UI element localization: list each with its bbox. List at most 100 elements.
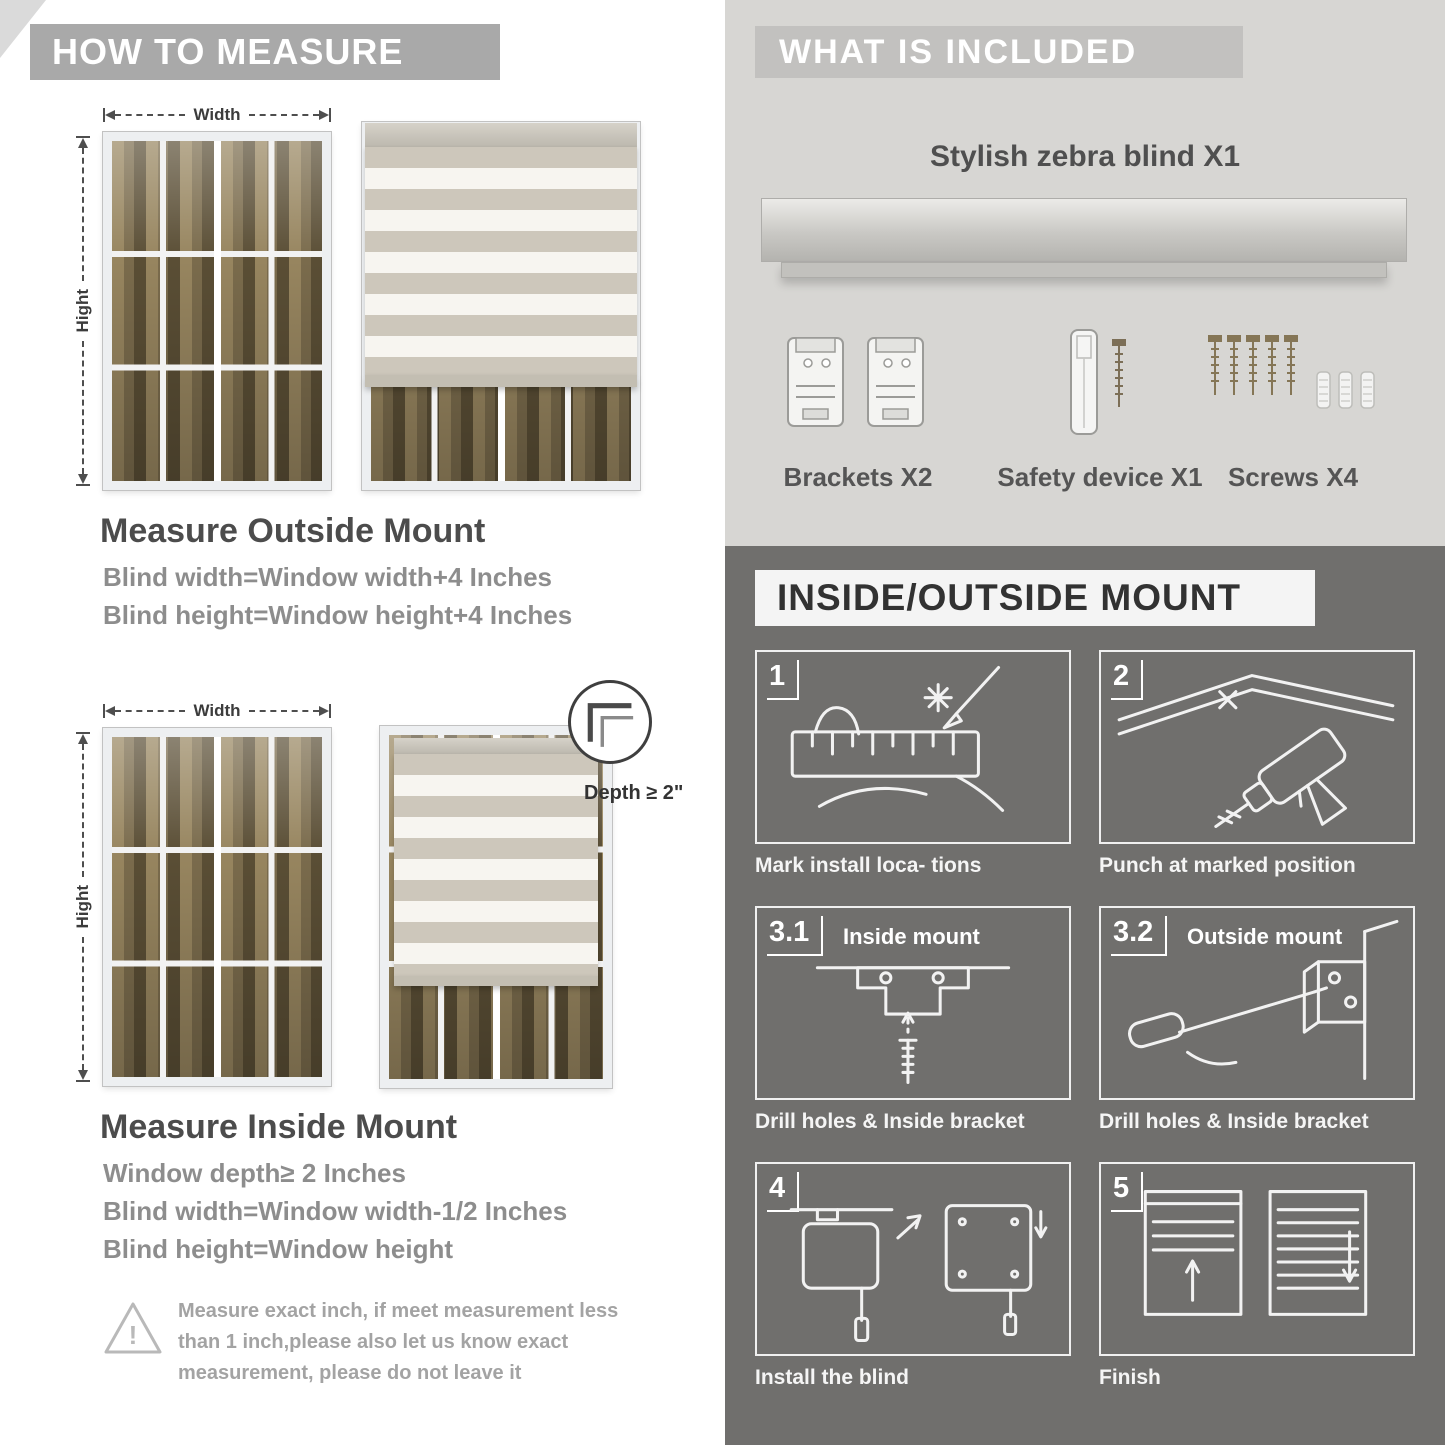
step-box: 2: [1099, 650, 1415, 844]
blind-valance: [365, 123, 637, 147]
window-sash: [220, 737, 322, 1077]
arrow-up-icon: [78, 734, 88, 744]
how-to-measure-header: HOW TO MEASURE: [30, 24, 500, 80]
mark-location-illustration-icon: [790, 665, 1005, 812]
mount-step-5: 5 Finish: [1099, 1162, 1415, 1394]
blind-bottom-rail: [394, 976, 598, 986]
window-illustration-inside: [102, 727, 332, 1087]
step-number: 3.2: [1111, 916, 1168, 956]
mount-step-3-1: 3.1 Inside mount Drill holes & In: [755, 906, 1071, 1138]
step-caption: Mark install loca- tions: [755, 854, 982, 877]
blind-valance: [394, 738, 598, 754]
dim-tick: [103, 108, 105, 122]
outside-width-formula: Blind width=Window width+4 Inches: [103, 562, 552, 592]
dim-dash: [115, 114, 186, 116]
hight-label: Hight: [73, 885, 92, 929]
width-label: Width: [193, 701, 241, 720]
safety-device-icon: [1070, 329, 1126, 435]
arrow-up-icon: [78, 138, 88, 148]
blind-headrail-illustration: [761, 198, 1407, 262]
arrow-down-icon: [78, 474, 88, 484]
window-corner-icon: [587, 703, 634, 747]
dim-dash: [82, 148, 84, 282]
step-inline-label: Outside mount: [1187, 924, 1343, 949]
dim-dash: [82, 936, 84, 1070]
step-box: 3.1 Inside mount: [755, 906, 1071, 1100]
blind-bottom-rail: [365, 375, 637, 387]
arrow-down-icon: [78, 1070, 88, 1080]
window-glass: [112, 141, 322, 481]
drill-illustration-icon: [1117, 674, 1395, 828]
measure-outside-mount-title: Measure Outside Mount: [100, 512, 486, 550]
inside-depth-formula: Window depth≥ 2 Inches: [103, 1158, 406, 1188]
dim-tick: [329, 108, 331, 122]
step-number: 2: [1111, 660, 1144, 700]
step-inline-label: Inside mount: [843, 924, 980, 949]
safety-device-label: Safety device X1: [997, 462, 1203, 492]
dim-tick: [76, 1080, 90, 1082]
what-is-included-panel: WHAT IS INCLUDED Stylish zebra blind X1: [725, 0, 1445, 546]
width-dimension-arrow-outside: Width: [103, 105, 331, 124]
product-title: Stylish zebra blind X1: [929, 140, 1241, 173]
width-dimension-arrow-inside: Width: [103, 701, 331, 720]
measure-inside-mount-title: Measure Inside Mount: [100, 1108, 458, 1146]
inside-bracket-illustration-icon: [815, 966, 1011, 1085]
window-illustration-outside: [102, 131, 332, 491]
dim-dash: [82, 340, 84, 474]
step-number: 1: [767, 660, 800, 700]
dim-dash: [248, 710, 319, 712]
step-box: 3.2 Outside mount: [1099, 906, 1415, 1100]
step-number: 5: [1111, 1172, 1144, 1212]
warning-exclamation-mark: !: [129, 1320, 138, 1350]
step-box: 5: [1099, 1162, 1415, 1356]
step-box: 4: [755, 1162, 1071, 1356]
arrow-left-icon: [105, 110, 115, 120]
hight-label: Hight: [73, 289, 92, 333]
blind-stripes: [394, 754, 598, 976]
depth-callout-circle: [568, 680, 652, 764]
step-caption: Drill holes & Inside bracket: [1099, 1110, 1369, 1133]
mount-step-2: 2 Punc: [1099, 650, 1415, 882]
dim-dash: [115, 710, 186, 712]
mount-instructions-panel: INSIDE/OUTSIDE MOUNT 1: [725, 546, 1445, 1445]
inside-width-formula: Blind width=Window width-1/2 Inches: [103, 1196, 568, 1226]
arrow-right-icon: [319, 706, 329, 716]
brackets-label: Brackets X2: [783, 462, 933, 492]
outside-height-formula: Blind height=Window height+4 Inches: [103, 600, 573, 630]
blind-stripes: [365, 147, 637, 375]
dim-tick: [76, 136, 90, 138]
step-caption: Drill holes & Inside bracket: [755, 1110, 1025, 1133]
brackets-icon: [787, 337, 924, 427]
step-caption: Finish: [1099, 1366, 1161, 1389]
mount-step-4: 4: [755, 1162, 1071, 1394]
warning-triangle-icon: !: [104, 1302, 162, 1354]
install-blind-illustration-icon: [789, 1204, 1048, 1343]
step-number: 3.1: [767, 916, 824, 956]
step-box: 1: [755, 650, 1071, 844]
step-number: 4: [767, 1172, 800, 1212]
screws-and-anchors-icon: [1208, 335, 1375, 409]
outside-bracket-illustration-icon: [1128, 919, 1399, 1080]
zebra-blind-overlay-inside: [394, 738, 598, 986]
arrow-right-icon: [319, 110, 329, 120]
dim-tick: [76, 484, 90, 486]
window-with-blind-outside: [361, 121, 641, 491]
width-label: Width: [193, 105, 241, 124]
screws-label: Screws X4: [1227, 462, 1359, 492]
mount-step-1: 1 Mark install loca- tions: [755, 650, 1071, 882]
measurement-warning-text: Measure exact inch, if meet measurement …: [178, 1300, 619, 1384]
inside-height-formula: Blind height=Window height: [103, 1234, 453, 1264]
height-dimension-arrow-outside: Hight: [73, 136, 92, 486]
dim-dash: [248, 114, 319, 116]
window-sash: [112, 737, 214, 1077]
step-caption: Punch at marked position: [1099, 854, 1356, 877]
window-sash: [112, 141, 214, 481]
mount-steps-grid: 1 Mark install loca- tions: [755, 650, 1415, 1394]
finish-blinds-illustration-icon: [1143, 1190, 1368, 1316]
step-caption: Install the blind: [755, 1366, 910, 1389]
depth-label: Depth ≥ 2": [584, 782, 684, 804]
dim-tick: [103, 704, 105, 718]
height-dimension-arrow-inside: Hight: [73, 732, 92, 1082]
arrow-left-icon: [105, 706, 115, 716]
